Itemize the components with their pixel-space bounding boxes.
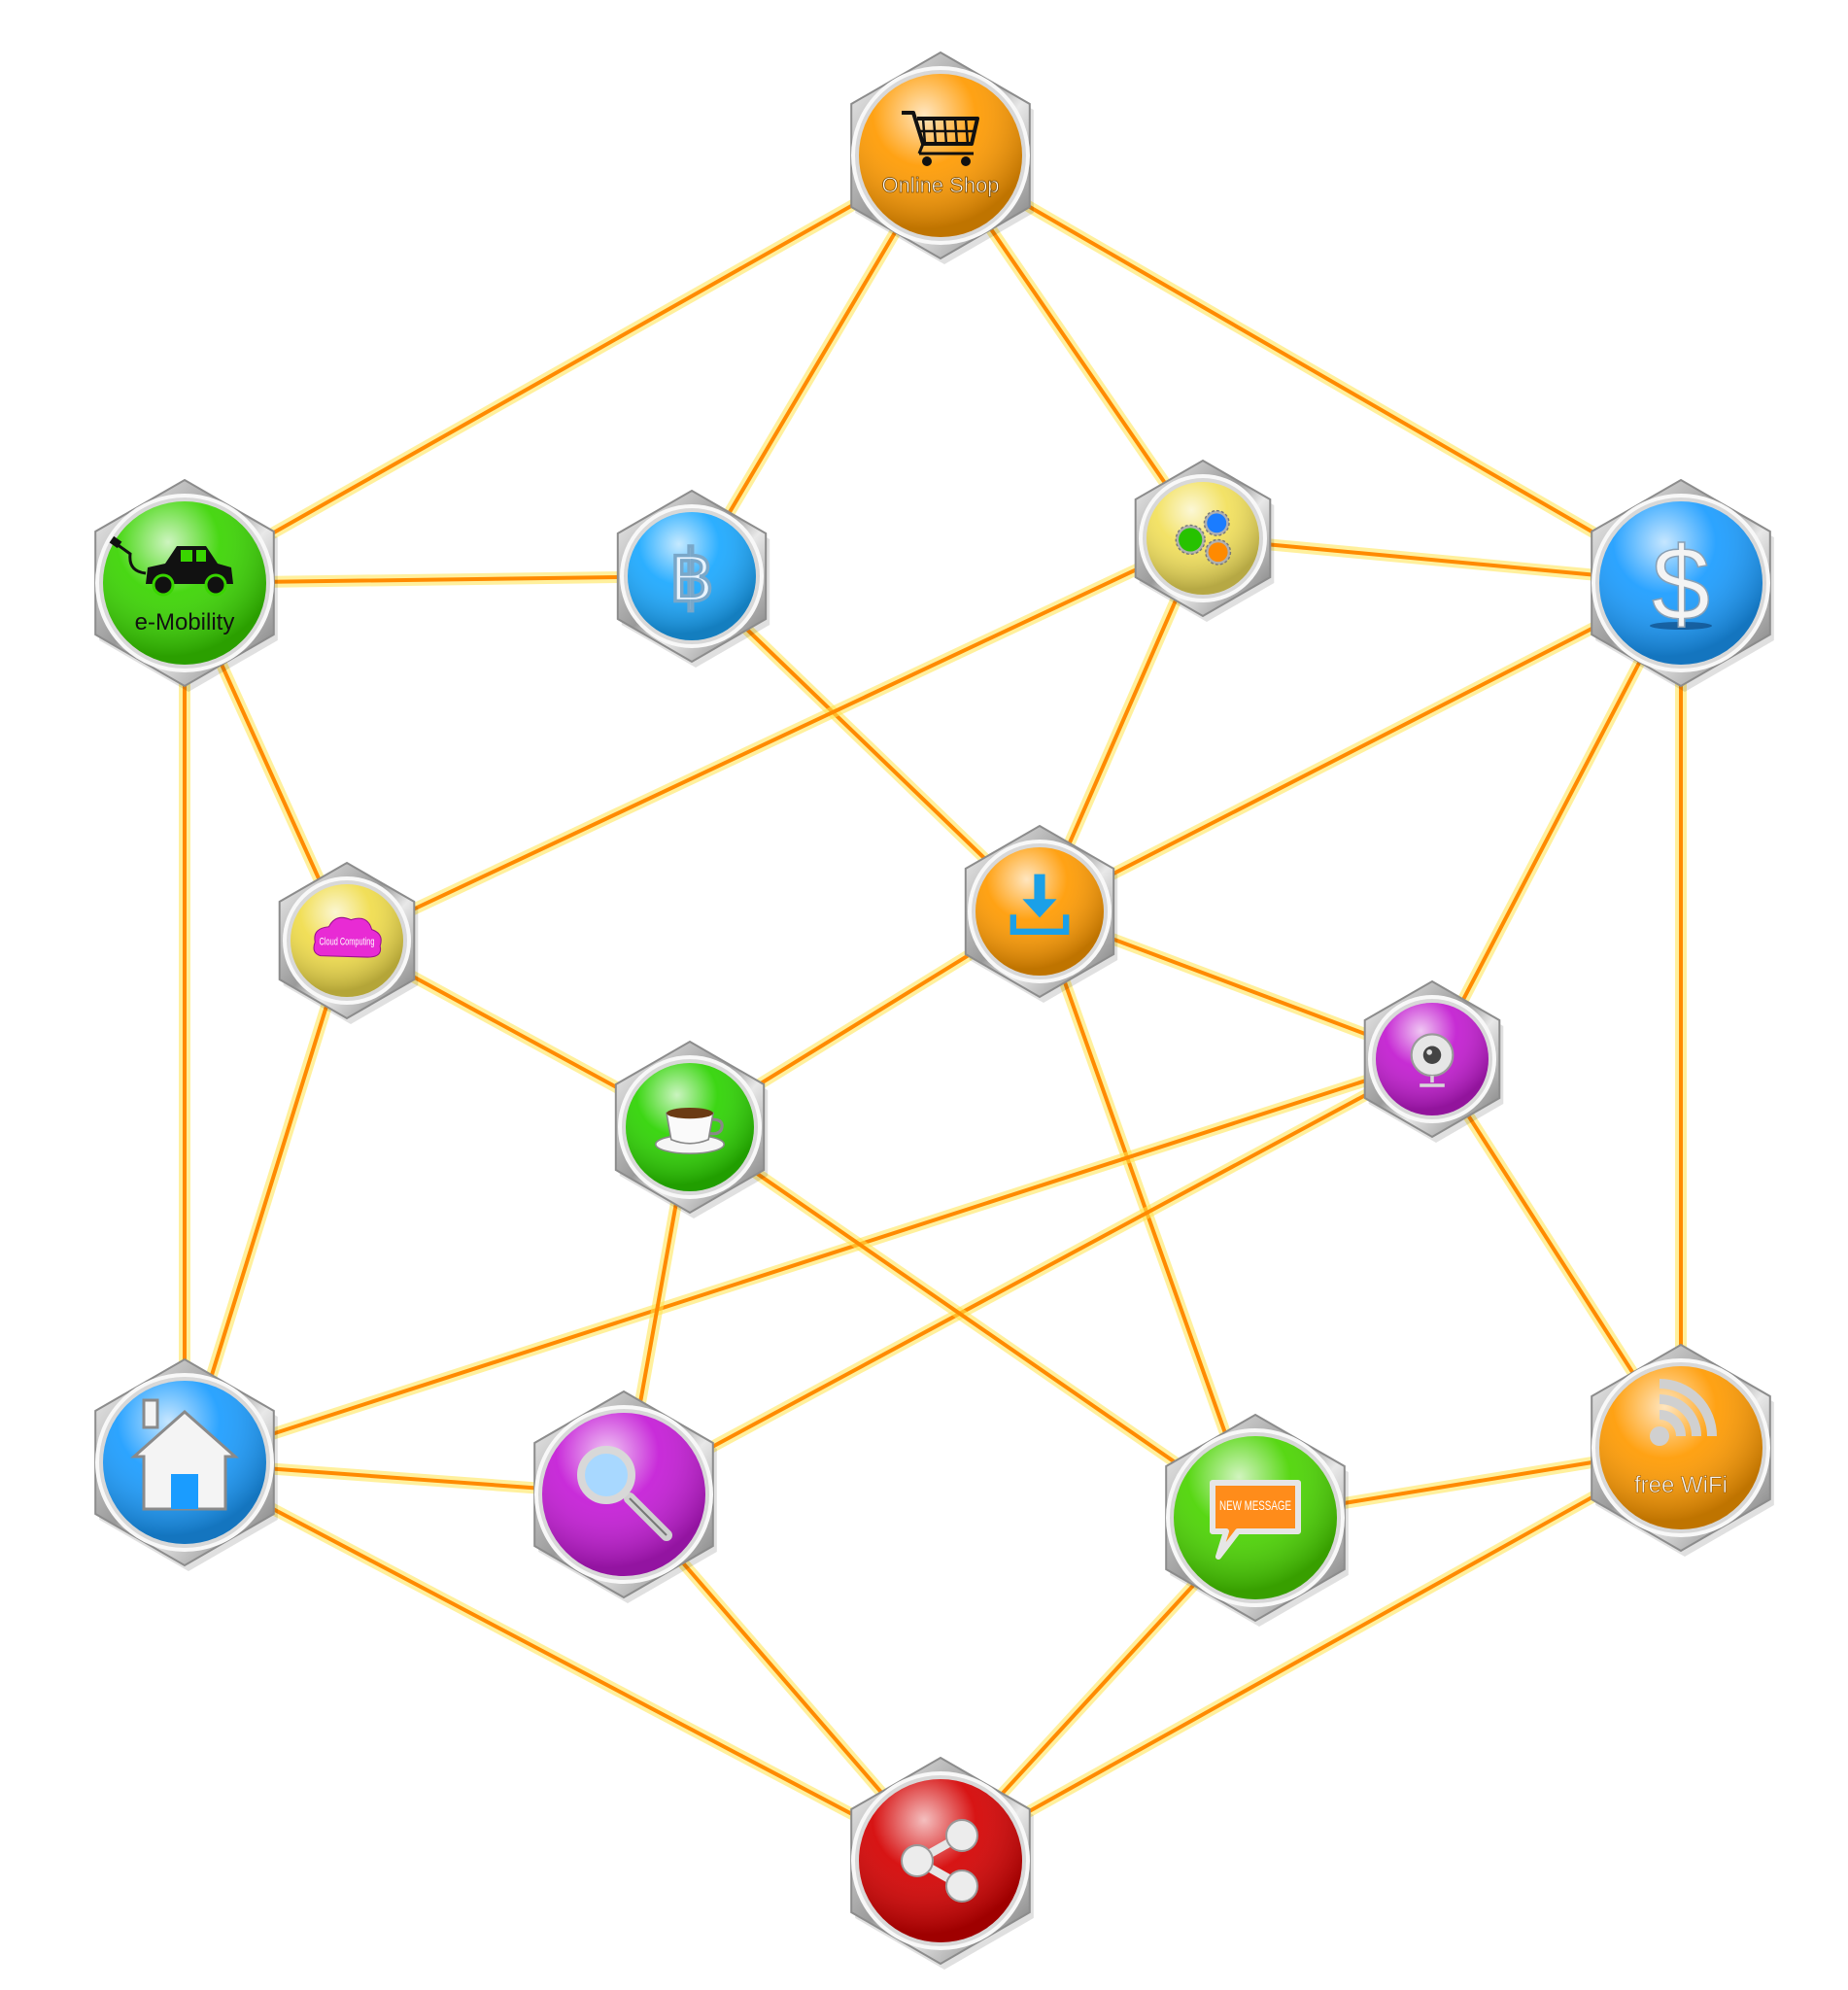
edge-home-share (179, 1457, 946, 1867)
node-search[interactable] (533, 1390, 717, 1603)
node-cloud-computing[interactable]: Cloud Computing (278, 861, 419, 1024)
node-webcam[interactable] (1363, 979, 1504, 1143)
edge-online-shop-dollar (935, 150, 1687, 589)
wifi-icon (1650, 1379, 1717, 1446)
magnifier-icon (577, 1446, 672, 1541)
edge-bitcoin-download (686, 570, 1045, 917)
dollar-icon: $ (1650, 524, 1712, 643)
node-share[interactable] (850, 1756, 1034, 1970)
node-bitcoin[interactable]: ฿ (616, 489, 770, 668)
coffee-cup-icon (654, 1108, 725, 1155)
connections (179, 150, 1687, 1867)
node-label-e-mobility: e-Mobility (135, 609, 235, 635)
node-label-wifi: free WiFi (1634, 1472, 1728, 1498)
node-wifi[interactable]: free WiFi (1591, 1343, 1774, 1557)
node-online-shop[interactable]: Online Shop (850, 51, 1034, 264)
node-settings[interactable] (1134, 459, 1275, 622)
home-icon (130, 1398, 239, 1511)
edge-online-shop-e-mobility (179, 150, 946, 589)
edge-coffee-message (684, 1121, 1261, 1524)
bitcoin-icon: ฿ (668, 536, 715, 617)
node-message[interactable]: NEW MESSAGE (1165, 1413, 1349, 1627)
share-icon (901, 1819, 978, 1903)
gears-icon (1175, 509, 1232, 566)
node-dollar[interactable]: $ (1591, 478, 1774, 692)
electric-car-icon (109, 535, 233, 597)
svg-text:$: $ (1652, 525, 1710, 642)
webcam-icon (1410, 1033, 1454, 1087)
download-icon (1010, 874, 1070, 935)
node-label-online-shop: Online Shop (881, 173, 999, 197)
cloud-icon (313, 916, 382, 958)
edge-settings-cloud-computing (341, 532, 1209, 946)
nodes: Online Shop e-Mobility ฿ $ Cloud ComputingNE… (94, 51, 1774, 1970)
node-label-message: NEW MESSAGE (1219, 1497, 1291, 1513)
svg-text:฿: ฿ (669, 537, 715, 617)
node-label-cloud-computing: Cloud Computing (320, 936, 375, 947)
shopping-cart-icon (902, 111, 979, 166)
node-download[interactable] (964, 824, 1118, 1003)
edge-dollar-download (1034, 577, 1687, 917)
node-home[interactable] (94, 1357, 278, 1571)
edge-webcam-home (179, 1053, 1438, 1468)
edge-webcam-search (618, 1053, 1438, 1500)
message-bubble-icon (1210, 1480, 1301, 1560)
node-coffee[interactable] (614, 1040, 769, 1218)
node-e-mobility[interactable]: e-Mobility (94, 478, 278, 692)
edge-wifi-share (935, 1442, 1687, 1867)
